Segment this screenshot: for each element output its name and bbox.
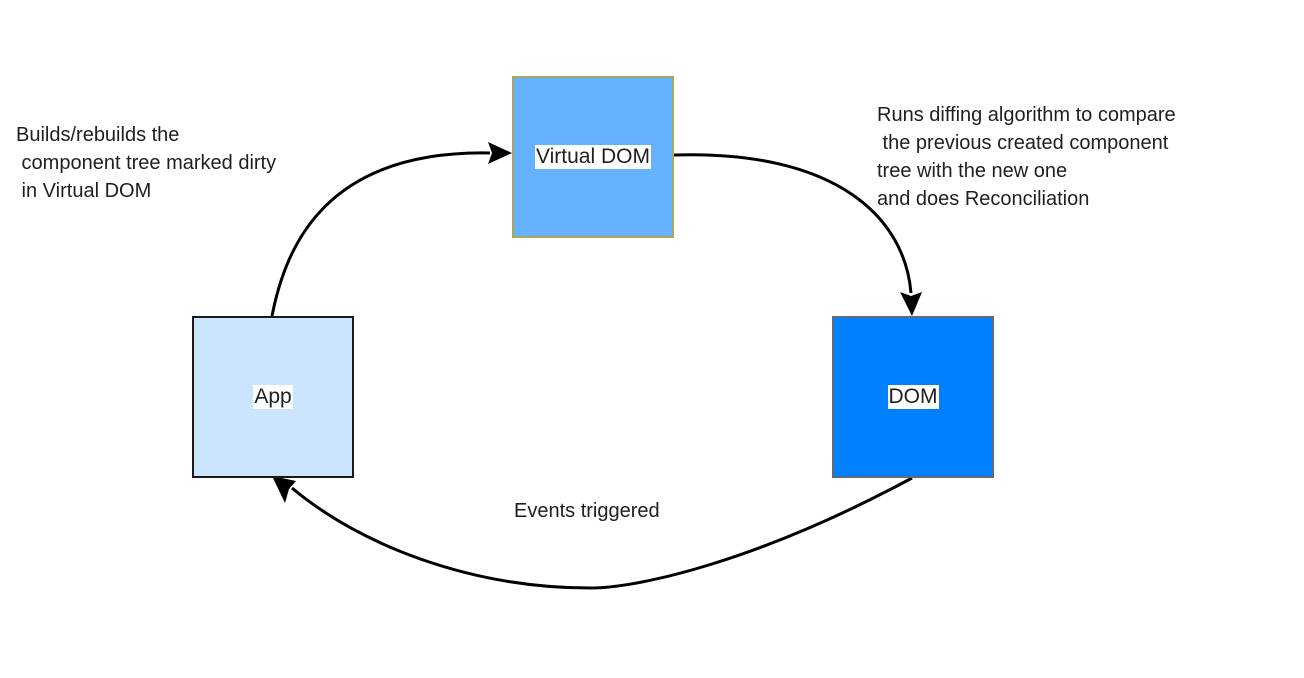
app-node: App [192,316,354,478]
arrowhead-app-icon [272,476,296,503]
dom-label: DOM [887,385,939,409]
arrowhead-dom-icon [900,292,922,316]
builds-annotation: Builds/rebuilds the component tree marke… [16,124,277,202]
virtual-dom-label: Virtual DOM [535,145,651,169]
virtual-dom-node: Virtual DOM [512,76,674,238]
events-annotation: Events triggered [514,500,660,522]
app-label: App [253,385,293,409]
diffing-annotation: Runs diffing algorithm to compare the pr… [877,104,1176,210]
arrow-dom-to-app [291,476,913,590]
arrow-virtual-dom-to-dom [673,153,913,294]
dom-node: DOM [832,316,994,478]
arrow-app-to-virtual-dom [270,151,491,317]
arrowhead-virtual-dom-icon [488,142,512,164]
